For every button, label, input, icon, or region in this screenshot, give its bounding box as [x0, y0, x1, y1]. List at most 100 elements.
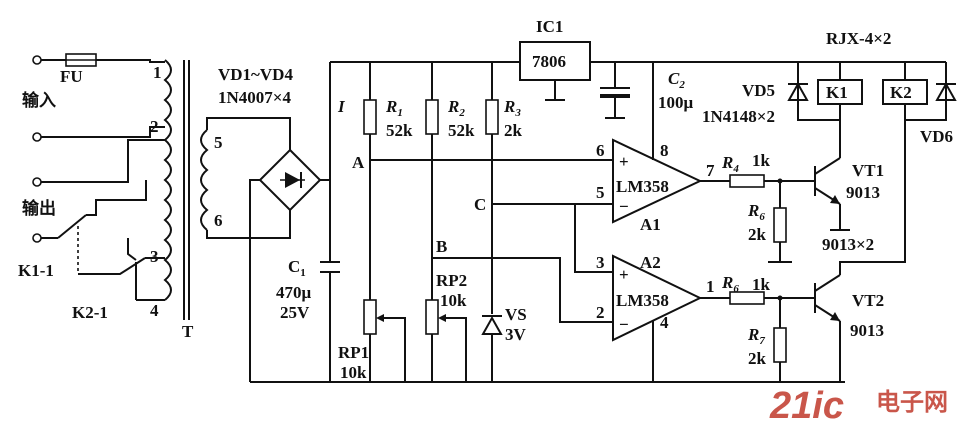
- label-r4: R: [721, 153, 733, 172]
- label-rp2: RP2: [436, 271, 467, 290]
- label-node-a: A: [352, 153, 365, 172]
- label-r2: R: [447, 97, 459, 116]
- label-i-mark: I: [337, 97, 346, 116]
- label-vs: VS: [505, 305, 527, 324]
- resistor-r1: [363, 62, 406, 382]
- label-fu: FU: [60, 67, 83, 86]
- label-rp2-val: 10k: [440, 291, 467, 310]
- label-minus1: −: [619, 197, 629, 216]
- label-output: 输出: [22, 198, 56, 219]
- relay-k2: [882, 62, 957, 121]
- label-pin2: 2: [596, 303, 605, 322]
- label-minus2: −: [619, 315, 629, 334]
- label-k2-1: K2-1: [72, 303, 108, 322]
- label-r7-val: 2k: [748, 349, 767, 368]
- fuse-fu: [41, 53, 165, 67]
- svg-text:R2: R2: [447, 97, 465, 119]
- label-pin7: 7: [706, 161, 715, 180]
- label-r6: R: [721, 273, 733, 292]
- label-k1: K1: [826, 83, 848, 102]
- label-plus1: +: [619, 152, 629, 171]
- transformer-secondary: [200, 117, 291, 239]
- resistor-r3: [481, 62, 503, 382]
- capacitor-c1: [320, 62, 340, 382]
- resistor-r2: [425, 62, 467, 382]
- watermark-logo: 21ic 电子网: [769, 385, 948, 424]
- label-vt2-part: 9013: [850, 321, 884, 340]
- label-tap3: 3: [150, 247, 159, 266]
- label-tap1: 1: [153, 63, 162, 82]
- label-tap6: 6: [214, 211, 223, 230]
- relay-k1: [787, 62, 863, 121]
- label-bridge: VD1~VD4: [218, 65, 293, 84]
- svg-text:C2: C2: [668, 69, 685, 91]
- label-transformer: T: [182, 322, 194, 341]
- label-lm2: LM358: [616, 291, 669, 310]
- label-relay: RJX-4×2: [826, 29, 891, 48]
- labels: FU 输入 输出 K1-1 K2-1 T 1 2 3 4 5 6 VD1~VD4…: [18, 17, 953, 382]
- regulator-7806: [519, 41, 591, 101]
- label-r5: R: [747, 201, 759, 220]
- label-r2-val: 52k: [448, 121, 475, 140]
- label-vd5: VD5: [742, 81, 775, 100]
- label-plus2: +: [619, 265, 629, 284]
- label-rp1: RP1: [338, 343, 369, 362]
- opamp-a1: [612, 62, 730, 224]
- label-r5-val: 2k: [748, 225, 767, 244]
- transistor-vt2: [814, 120, 906, 382]
- label-tap5: 5: [214, 133, 223, 152]
- label-a2: A2: [640, 253, 661, 272]
- label-vt2: VT2: [852, 291, 884, 310]
- resistor-r6: [729, 291, 815, 382]
- label-rp1-val: 10k: [340, 363, 367, 382]
- label-r6-val: 1k: [752, 275, 771, 294]
- label-r1: R: [385, 97, 397, 116]
- opamp-a2: [612, 254, 730, 382]
- label-pin8: 8: [660, 141, 669, 160]
- svg-text:R4: R4: [721, 153, 739, 175]
- label-r7: R: [747, 325, 759, 344]
- label-bridge-part: 1N4007×4: [218, 88, 291, 107]
- label-r4-val: 1k: [752, 151, 771, 170]
- transformer-primary: [162, 59, 190, 320]
- label-pin4: 4: [660, 313, 669, 332]
- label-r1-val: 52k: [386, 121, 413, 140]
- svg-text:R7: R7: [747, 325, 765, 347]
- label-tap2: 2: [150, 117, 159, 136]
- label-c1: C: [288, 257, 300, 276]
- label-tap4: 4: [150, 301, 159, 320]
- watermark-cn: 电子网: [876, 388, 948, 416]
- label-lm1: LM358: [616, 177, 669, 196]
- label-ic1: IC1: [536, 17, 563, 36]
- label-vd5-part: 1N4148×2: [702, 107, 775, 126]
- label-c1-val1: 470μ: [276, 283, 312, 302]
- capacitor-c2: [600, 62, 630, 119]
- label-vt1: VT1: [852, 161, 884, 180]
- label-c2: C: [668, 69, 680, 88]
- label-input: 输入: [22, 90, 56, 111]
- switch-k2-1: [127, 238, 162, 301]
- label-c1-val2: 25V: [280, 303, 310, 322]
- label-k2: K2: [890, 83, 912, 102]
- switch-k1-1: [41, 180, 162, 275]
- svg-text:R6: R6: [721, 273, 739, 295]
- svg-text:R6: R6: [747, 201, 765, 223]
- svg-text:R3: R3: [503, 97, 521, 119]
- label-pin6: 6: [596, 141, 605, 160]
- resistor-r4: [729, 174, 815, 263]
- label-c2-val: 100μ: [658, 93, 694, 112]
- transistor-vt1: [814, 120, 850, 231]
- label-k1-1: K1-1: [18, 261, 54, 280]
- label-pin3: 3: [596, 253, 605, 272]
- svg-text:R1: R1: [385, 97, 403, 119]
- watermark-21ic: 21ic: [769, 385, 844, 424]
- label-node-b: B: [436, 237, 447, 256]
- label-vt1-part: 9013: [846, 183, 880, 202]
- label-pin5: 5: [596, 183, 605, 202]
- svg-text:C1: C1: [288, 257, 306, 279]
- label-vs-val: 3V: [505, 325, 527, 344]
- label-r3-val: 2k: [504, 121, 523, 140]
- label-r3: R: [503, 97, 515, 116]
